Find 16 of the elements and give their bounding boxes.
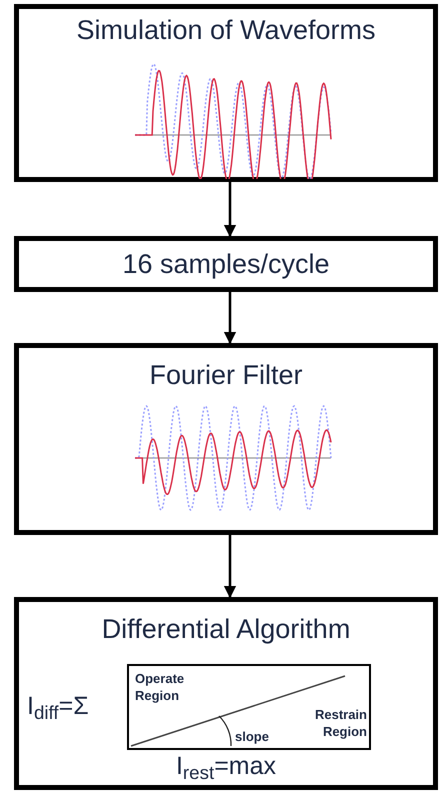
process-box [14, 4, 438, 182]
process-box [14, 343, 438, 535]
arrow [224, 292, 236, 344]
box-title: Differential Algorithm [100, 616, 352, 643]
process-box [14, 236, 438, 292]
arrow [224, 182, 236, 238]
region-label: Operate Region [135, 670, 186, 704]
box-title: 16 samples/cycle [121, 251, 331, 278]
box-title: Fourier Filter [148, 362, 304, 389]
formula-label: I$_{diff}$=Σ [27, 694, 89, 719]
formula-label: I$_{rest}$=max [174, 754, 278, 779]
arrow [224, 535, 236, 598]
angle-label: slope [235, 728, 269, 745]
box-title: Simulation of Waveforms [75, 17, 377, 44]
region-label: Restrain Region [314, 706, 367, 740]
process-box [14, 597, 438, 790]
